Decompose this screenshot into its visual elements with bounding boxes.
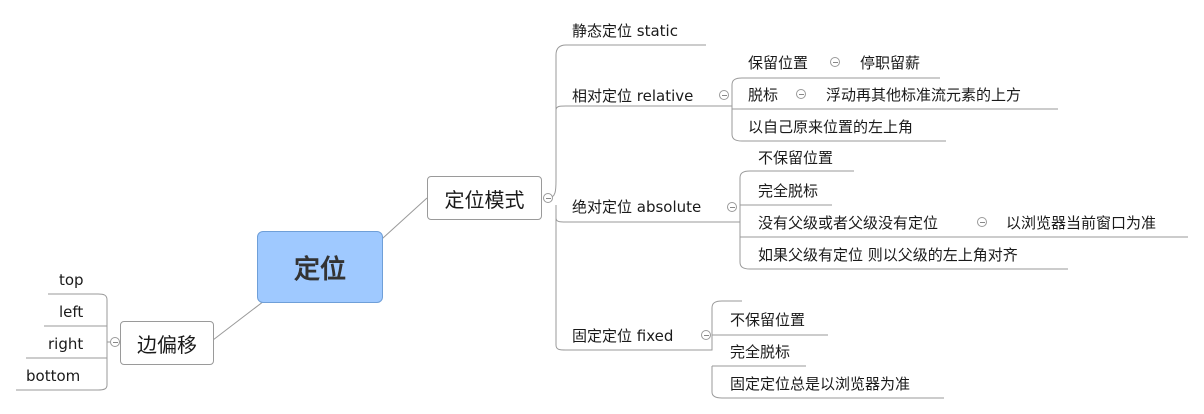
relative-keep-node[interactable]: 保留位置 [748,54,809,72]
relative-out-node[interactable]: 脱标 [748,86,779,104]
mode-label: 定位模式 [444,187,525,212]
offset-item-left[interactable]: left [59,303,84,321]
connector-rel-out [731,106,1058,110]
connector-mode-fixed [555,205,700,351]
connector-root-offset [212,297,269,341]
root-node[interactable]: 定位 [257,231,383,303]
connector-mode-relative [555,105,730,111]
connector-abs-nokeep [730,170,854,223]
connector-offset-bottom [16,342,108,391]
offset-item-top[interactable]: top [59,271,84,289]
absolute-noparent-sub[interactable]: 以浏览器当前窗口为准 [1006,214,1157,232]
collapse-icon[interactable] [543,193,553,203]
collapse-icon[interactable] [727,202,737,212]
fixed-node[interactable]: 固定定位 fixed [572,327,674,345]
static-node[interactable]: 静态定位 static [572,22,678,40]
offset-item-right[interactable]: right [48,335,84,353]
collapse-icon[interactable] [719,90,729,100]
absolute-hasparent-node[interactable]: 如果父级有定位 则以父级的左上角对齐 [758,246,1018,264]
collapse-icon[interactable] [796,89,806,99]
root-label: 定位 [293,254,346,285]
offset-label: 边偏移 [137,332,197,357]
connector-mode-static [547,44,706,199]
relative-origin-node[interactable]: 以自己原来位置的左上角 [748,118,914,136]
connector-fixed-top [700,300,742,351]
connector-rel-keep [730,77,940,107]
connector-fixed-always [711,366,944,399]
absolute-nokeep-node[interactable]: 不保留位置 [758,149,834,167]
offset-item-bottom[interactable]: bottom [26,367,81,385]
fixed-fully-node[interactable]: 完全脱标 [730,343,791,361]
mode-node[interactable]: 定位模式 [427,176,542,220]
fixed-nokeep-node[interactable]: 不保留位置 [730,311,806,329]
fixed-always-node[interactable]: 固定定位总是以浏览器为准 [730,375,911,393]
relative-node[interactable]: 相对定位 relative [572,87,694,105]
connector-abs-hasparent [739,222,1068,270]
relative-keep-sub[interactable]: 停职留薪 [860,54,921,72]
collapse-icon[interactable] [977,217,987,227]
connector-offset-top [48,293,120,343]
collapse-icon[interactable] [701,330,711,340]
connector-rel-origin [731,109,946,142]
connector-mode-absolute [555,217,730,223]
offset-node[interactable]: 边偏移 [120,321,214,365]
absolute-fully-node[interactable]: 完全脱标 [758,182,819,200]
collapse-icon[interactable] [830,57,840,67]
relative-out-sub[interactable]: 浮动再其他标准流元素的上方 [826,86,1022,104]
collapse-icon[interactable] [110,337,120,347]
absolute-node[interactable]: 绝对定位 absolute [572,198,702,216]
absolute-noparent-node[interactable]: 没有父级或者父级没有定位 [758,214,939,232]
